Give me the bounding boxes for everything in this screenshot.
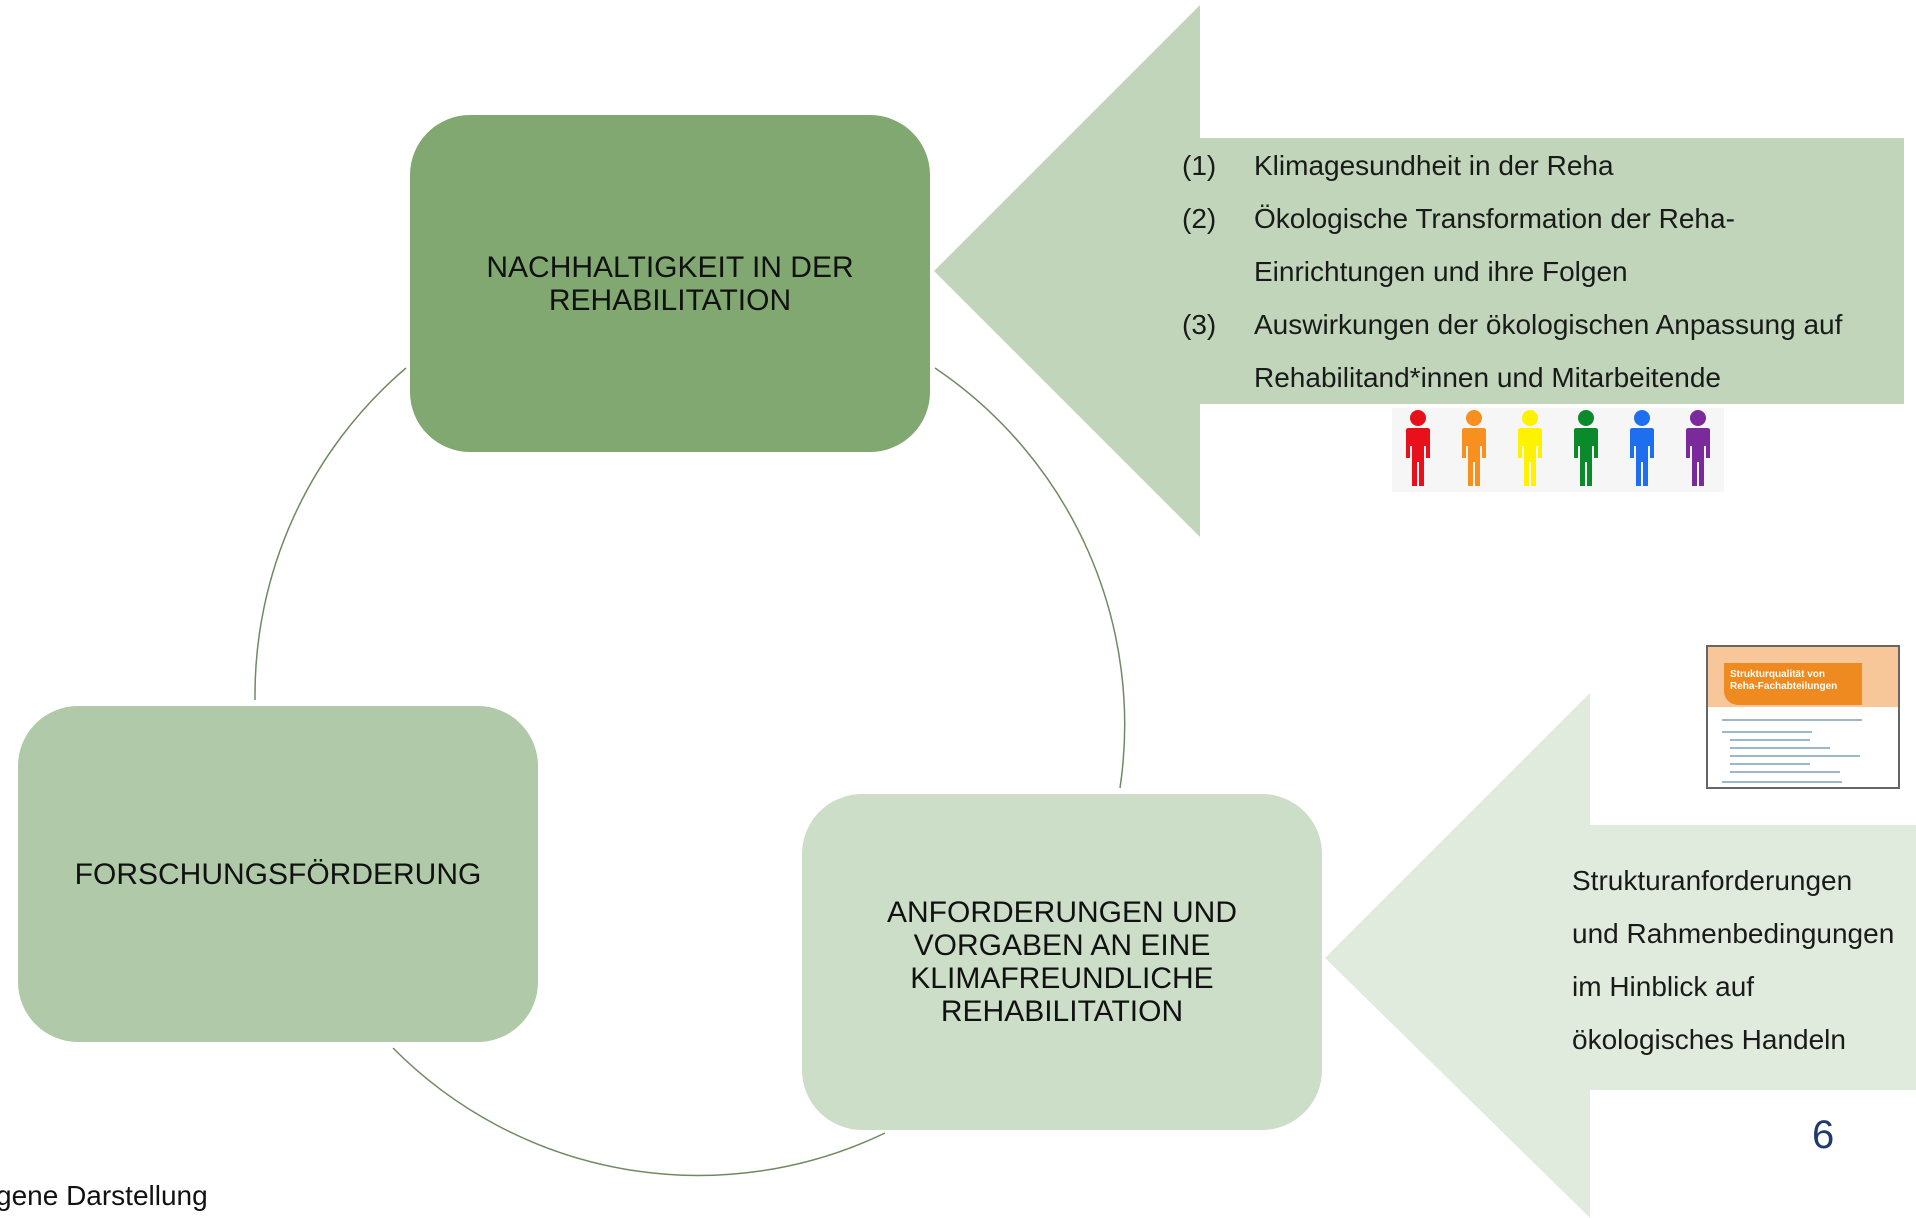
thumbnail-text-line (1722, 781, 1842, 783)
people-figures (1392, 408, 1724, 492)
arrow-top (934, 5, 1904, 537)
list-item-text: Einrichtungen und ihre Folgen (1254, 256, 1628, 287)
list-item-text: Klimagesundheit in der Reha (1254, 150, 1614, 181)
arrow-bottom (1325, 693, 1916, 1218)
box-right-line2: VORGABEN AN EINE (913, 929, 1211, 962)
thumbnail-title: Strukturqualität von Reha-Fachabteilunge… (1724, 663, 1862, 705)
thumbnail-title-line1: Strukturqualität von (1730, 669, 1826, 680)
arc-top-right (934, 367, 1126, 789)
box-forschungsfoerderung: FORSCHUNGSFÖRDERUNG (18, 706, 538, 1042)
box-top-line2: REHABILITATION (548, 283, 792, 317)
arc-left (254, 367, 407, 701)
thumbnail-text-line (1730, 763, 1810, 765)
box-nachhaltigkeit: NACHHALTIGKEIT IN DER REHABILITATION (410, 115, 930, 452)
person-icon (1574, 410, 1598, 486)
box-top-line1: NACHHALTIGKEIT IN DER (486, 250, 854, 284)
list-item-number: (1) (1182, 150, 1217, 181)
box-right-line4: REHABILITATION (940, 995, 1184, 1028)
list-item-text: Auswirkungen der ökologischen Anpassung … (1254, 309, 1843, 340)
page-number: 6 (1812, 1113, 1835, 1157)
arrow-bottom-line: Strukturanforderungen (1572, 865, 1853, 896)
thumbnail-text-line (1730, 747, 1830, 749)
person-icon (1406, 410, 1430, 486)
thumbnail-title-line2: Reha-Fachabteilungen (1730, 681, 1838, 692)
person-icon (1686, 410, 1710, 486)
person-icon (1630, 410, 1654, 486)
arc-bottom (392, 1047, 886, 1177)
arrow-bottom-line: im Hinblick auf (1572, 971, 1755, 1002)
arrow-bottom-line: und Rahmenbedingungen (1572, 918, 1895, 949)
list-item-number: (2) (1182, 203, 1217, 234)
person-icon (1518, 410, 1542, 486)
thumbnail-text-line (1722, 731, 1812, 733)
thumbnail-text-line (1730, 739, 1810, 741)
list-item-text: Ökologische Transformation der Reha- (1254, 203, 1735, 234)
thumbnail-text-line (1730, 771, 1840, 773)
box-right-line1: ANFORDERUNGEN UND (886, 896, 1237, 929)
box-anforderungen: ANFORDERUNGEN UND VORGABEN AN EINE KLIMA… (802, 794, 1322, 1130)
document-thumbnail: Strukturqualität von Reha-Fachabteilunge… (1706, 645, 1900, 789)
source-note: gene Darstellung (0, 1180, 208, 1211)
list-item-text: Rehabilitand*innen und Mitarbeitende (1254, 362, 1722, 393)
person-icon (1462, 410, 1486, 486)
box-right-line3: KLIMAFREUNDLICHE (910, 962, 1214, 995)
thumbnail-text-line (1730, 755, 1860, 757)
box-left-line1: FORSCHUNGSFÖRDERUNG (74, 857, 482, 891)
thumbnail-text-line (1722, 719, 1862, 721)
list-item-number: (3) (1182, 309, 1217, 340)
people-figures-svg (1406, 410, 1710, 486)
arrow-bottom-line: ökologisches Handeln (1572, 1024, 1846, 1055)
